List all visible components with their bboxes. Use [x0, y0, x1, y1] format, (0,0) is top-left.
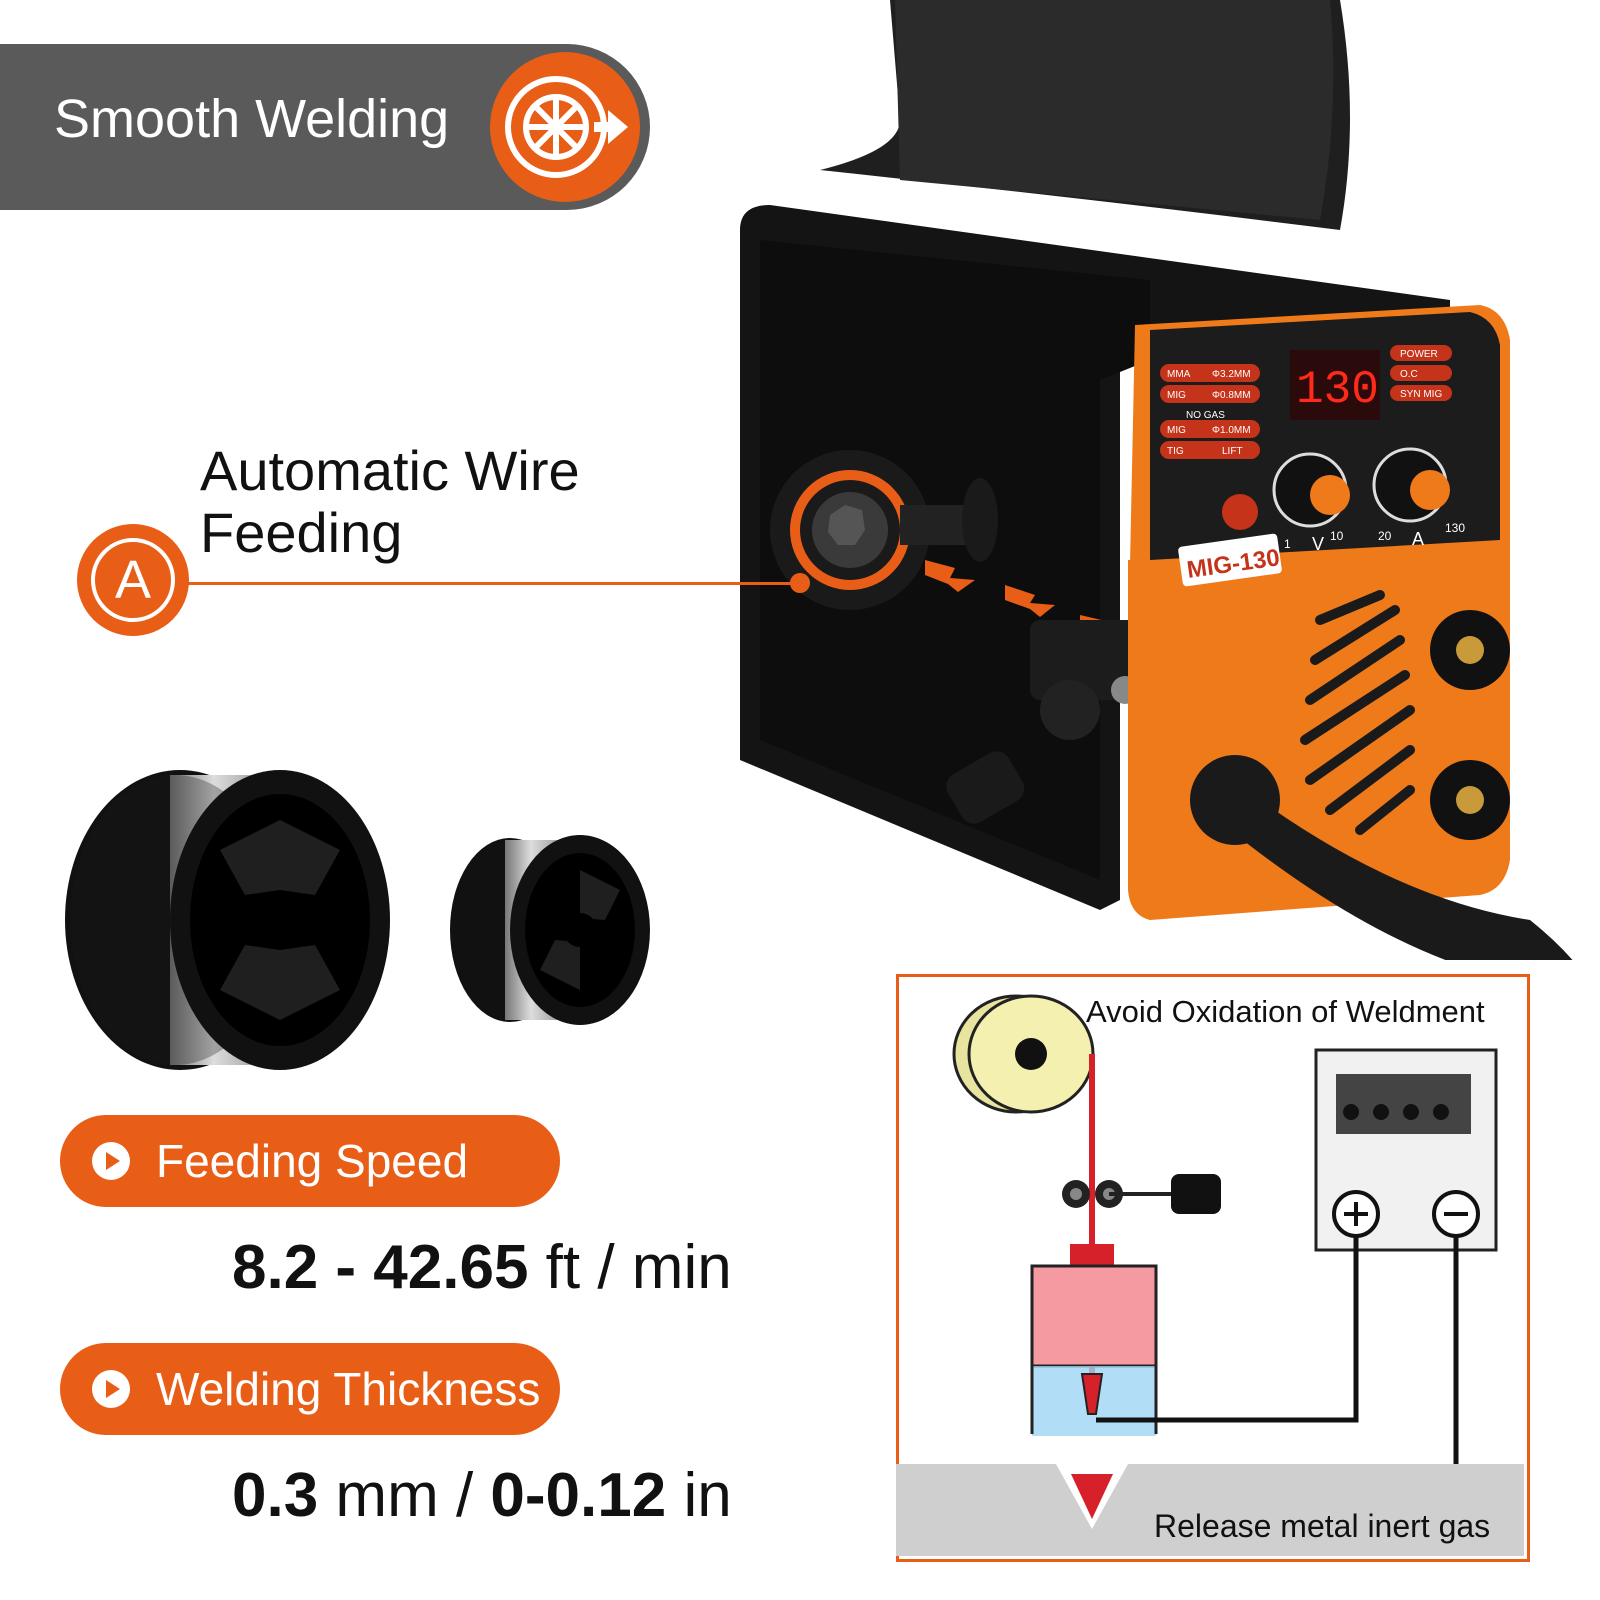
diagram-title: Avoid Oxidation of Weldment	[1086, 994, 1485, 1029]
play-icon	[92, 1142, 130, 1180]
size-label-lift: LIFT	[1222, 446, 1243, 457]
thickness-in: 0-0.12	[490, 1461, 667, 1530]
mode-label-mig: MIG	[1167, 390, 1186, 401]
mode-label-nogas: NO GAS	[1186, 410, 1225, 421]
size-label-32: Φ3.2MM	[1212, 369, 1251, 380]
feeding-speed-unit: ft / min	[528, 1233, 732, 1302]
welder-machine-image: 130 MMA Φ3.2MM MIG Φ0.8MM NO GAS MIG Φ1.…	[740, 0, 1573, 960]
welding-thickness-label: Welding Thickness	[156, 1363, 541, 1415]
size-label-10: Φ1.0MM	[1212, 425, 1251, 436]
banner-title: Smooth Welding	[54, 89, 450, 149]
callout-dot	[790, 573, 810, 593]
knob-v-mark-min: 1	[1284, 537, 1291, 551]
indicator-synmig: SYN MIG	[1400, 389, 1442, 400]
thickness-in-unit: in	[666, 1461, 732, 1530]
diagram-caption: Release metal inert gas	[1154, 1508, 1491, 1544]
mode-label-mma: MMA	[1167, 369, 1191, 380]
indicator-oc: O.C	[1400, 369, 1418, 380]
feeding-speed-pill: Feeding Speed	[60, 1115, 560, 1207]
mig-diagram-illustration	[896, 994, 1524, 1556]
knob-a-mark-min: 20	[1378, 529, 1392, 543]
thickness-mm: 0.3	[232, 1461, 319, 1530]
mode-label-mig2: MIG	[1167, 425, 1186, 436]
display-readout: 130	[1296, 364, 1379, 416]
play-icon	[92, 1370, 130, 1408]
wire-spools-image	[65, 770, 650, 1070]
size-label-08: Φ0.8MM	[1212, 390, 1251, 401]
feeding-speed-range: 8.2 - 42.65	[232, 1233, 529, 1302]
knob-v-mark-max: 10	[1330, 529, 1344, 543]
feature-title: Automatic Wire Feeding	[200, 440, 580, 564]
feature-title-line1: Automatic Wire	[200, 439, 580, 502]
welding-thickness-pill: Welding Thickness	[60, 1343, 560, 1435]
feeding-speed-value: 8.2 - 42.65 ft / min	[232, 1232, 732, 1303]
callout-badge: A	[77, 524, 189, 636]
feeding-speed-label: Feeding Speed	[156, 1135, 469, 1187]
callout-line	[180, 582, 800, 585]
welding-thickness-value: 0.3 mm / 0-0.12 in	[232, 1460, 732, 1531]
knob-a-label: A	[1412, 529, 1424, 549]
mode-label-tig: TIG	[1167, 446, 1184, 457]
knob-v-label: V	[1312, 534, 1324, 554]
callout-badge-letter: A	[91, 538, 175, 622]
thickness-mm-unit: mm /	[318, 1461, 491, 1530]
knob-a-mark-max: 130	[1445, 521, 1465, 535]
wheel-arrow-icon	[490, 52, 640, 202]
indicator-power: POWER	[1400, 349, 1438, 360]
feature-title-line2: Feeding	[200, 501, 403, 564]
